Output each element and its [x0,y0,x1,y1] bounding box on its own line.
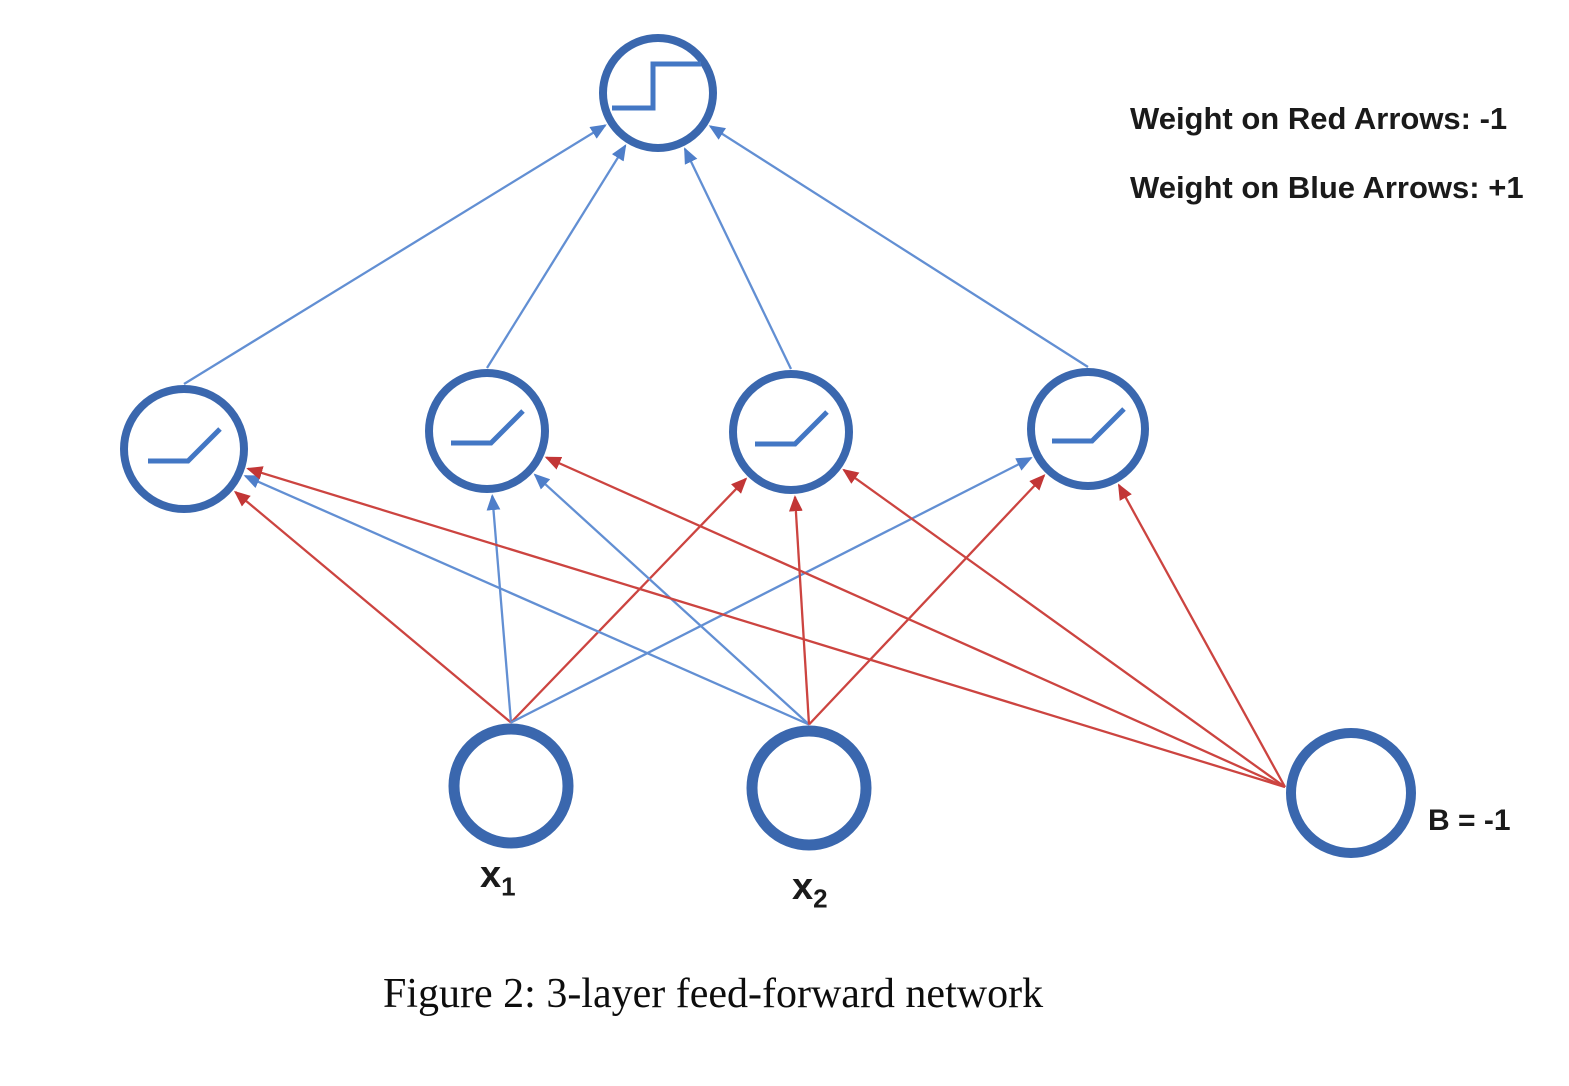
hidden-node-4 [1027,368,1149,490]
edge-x2-to-h4-red [808,474,1046,726]
bias-node [1286,728,1416,858]
edge-h2-to-output-blue [486,144,627,369]
edge-x1-to-h4-blue [510,456,1033,724]
output-node [599,34,717,152]
input-label-x2: x2 [792,866,828,912]
red-arrows-weight-label: Weight on Red Arrows: -1 [1130,101,1508,136]
edge-h1-to-output-blue [183,124,607,385]
edge-h3-to-output-blue [683,147,793,370]
edge-bias-to-h4-red [1117,483,1287,788]
edge-bias-to-h1-red [246,466,1286,789]
step-activation-icon [612,61,701,111]
relu-activation-icon [755,410,829,447]
edge-x1-to-h3-red [510,477,748,724]
relu-activation-icon [1052,407,1126,444]
nodes-layer [120,34,1416,858]
weights-legend: Weight on Red Arrows: -1 Weight on Blue … [1130,100,1524,206]
edge-x1-to-h1-red [233,490,512,724]
edge-x1-to-h2-blue [486,493,513,723]
input-label-x2-base: x [792,866,814,908]
edge-x2-to-h1-blue [243,474,810,726]
edge-bias-to-h2-red [544,456,1286,789]
edge-x2-to-h3-red [788,495,811,725]
input-node-x2 [746,725,872,851]
input-label-x2-subscript: 2 [813,883,828,914]
edges-layer [183,124,1287,789]
input-label-x1-subscript: 1 [501,871,516,902]
input-label-x1: x1 [480,854,516,900]
edge-bias-to-h3-red [842,468,1286,788]
blue-arrows-weight-label: Weight on Blue Arrows: +1 [1130,170,1524,205]
edge-h4-to-output-blue [708,125,1089,368]
bias-value-label: B = -1 [1428,804,1511,837]
relu-activation-icon [148,427,222,464]
input-node-x1 [448,723,574,849]
relu-activation-icon [451,409,525,446]
hidden-node-3 [729,370,853,494]
input-label-x1-base: x [480,854,502,896]
hidden-node-1 [120,385,248,513]
hidden-node-2 [425,369,549,493]
figure-caption: Figure 2: 3-layer feed-forward network [383,971,1044,1017]
